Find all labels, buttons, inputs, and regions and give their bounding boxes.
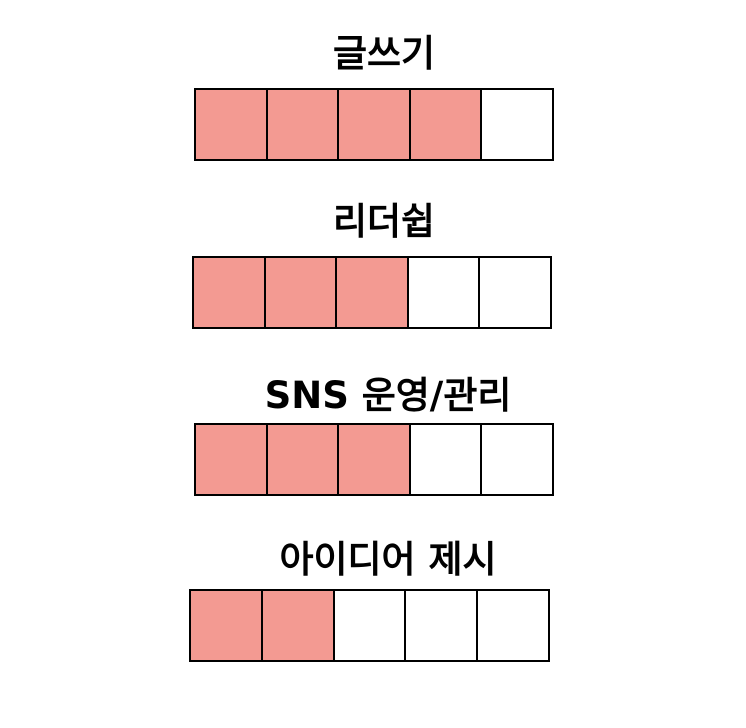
rating-cell-empty	[406, 591, 479, 660]
rating-cell-filled	[191, 591, 263, 660]
rating-cell-empty	[408, 258, 481, 327]
rating-cell-filled	[262, 591, 335, 660]
rating-cell-filled	[267, 90, 340, 159]
rating-cell-filled	[339, 425, 411, 494]
skill-title: 아이디어 제시	[279, 538, 497, 581]
skill-title: SNS 운영/관리	[264, 374, 512, 417]
skill-title: 글쓰기	[332, 32, 436, 75]
rating-bar	[189, 589, 550, 662]
rating-cell-empty	[480, 258, 550, 327]
skill-title: 리더쉽	[332, 200, 436, 243]
rating-bar	[194, 423, 554, 496]
rating-bar	[192, 256, 552, 329]
rating-cell-filled	[194, 258, 266, 327]
rating-cell-filled	[410, 90, 483, 159]
rating-cell-filled	[265, 258, 338, 327]
rating-cell-empty	[478, 591, 548, 660]
rating-cell-filled	[267, 425, 340, 494]
rating-cell-empty	[410, 425, 483, 494]
rating-cell-empty	[482, 425, 552, 494]
rating-cell-filled	[337, 258, 409, 327]
rating-cell-empty	[482, 90, 552, 159]
rating-cell-empty	[334, 591, 407, 660]
rating-cell-filled	[339, 90, 411, 159]
rating-cell-filled	[196, 425, 268, 494]
rating-bar	[194, 88, 554, 161]
rating-cell-filled	[196, 90, 268, 159]
